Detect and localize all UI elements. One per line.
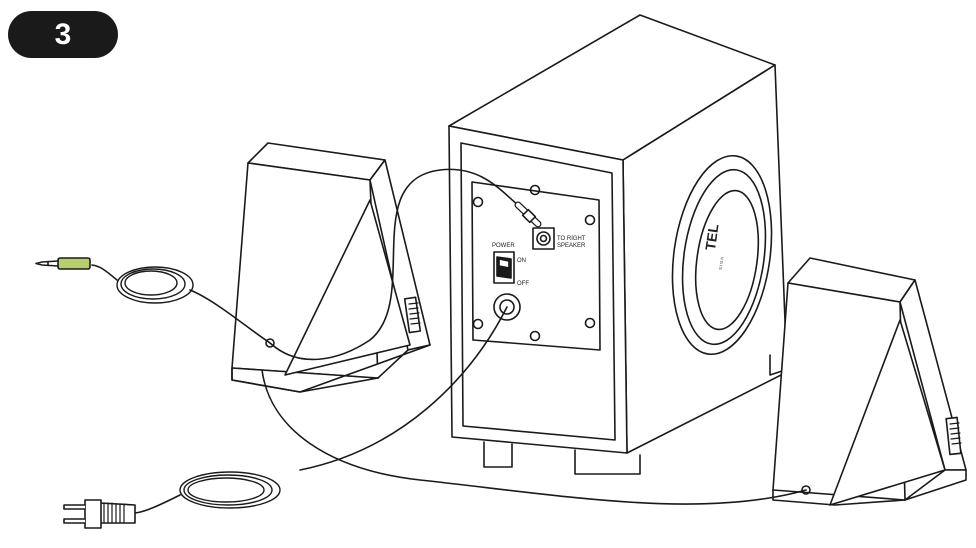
speaker-link-cable — [261, 369, 807, 505]
step-number-badge: 3 — [8, 11, 118, 58]
power-cord — [299, 306, 508, 471]
on-label: ON — [517, 258, 526, 264]
left-speaker-cable-port — [265, 338, 275, 348]
left-to-right-cable — [269, 168, 519, 361]
screw-icon — [584, 214, 596, 226]
input-cable-coil — [116, 266, 194, 304]
power-label: POWER — [492, 243, 515, 249]
left-speaker — [231, 142, 431, 393]
screw-icon — [529, 330, 541, 342]
rear-control-plate — [471, 181, 601, 351]
off-label: OFF — [517, 281, 529, 287]
audio-jack-plug-icon — [35, 257, 91, 270]
right-speaker — [772, 257, 967, 506]
subwoofer-foot — [574, 449, 641, 475]
right-speaker-cable-port — [801, 485, 811, 495]
subwoofer-foot — [483, 441, 513, 468]
rca-plug-icon — [521, 208, 537, 224]
woofer-driver: TEL S I G N — [671, 154, 773, 356]
brand-mark: TEL — [702, 222, 722, 251]
subwoofer: POWER ON OFF TO RIGHT SPEAKER TEL S I G … — [448, 14, 788, 475]
screw-icon — [529, 184, 541, 196]
screw-icon — [472, 318, 484, 330]
right-speaker-jack — [532, 227, 555, 250]
right-jack-label-2: SPEAKER — [557, 243, 586, 249]
power-plug-icon — [63, 499, 136, 529]
input-cable — [189, 289, 271, 344]
screw-icon — [584, 317, 596, 329]
right-jack-label-1: TO RIGHT — [557, 236, 586, 242]
right-speaker-logo-plate — [945, 416, 962, 456]
power-cord-coil — [179, 471, 281, 509]
screw-icon — [472, 196, 484, 208]
brand-subtext: S I G N — [718, 256, 725, 270]
